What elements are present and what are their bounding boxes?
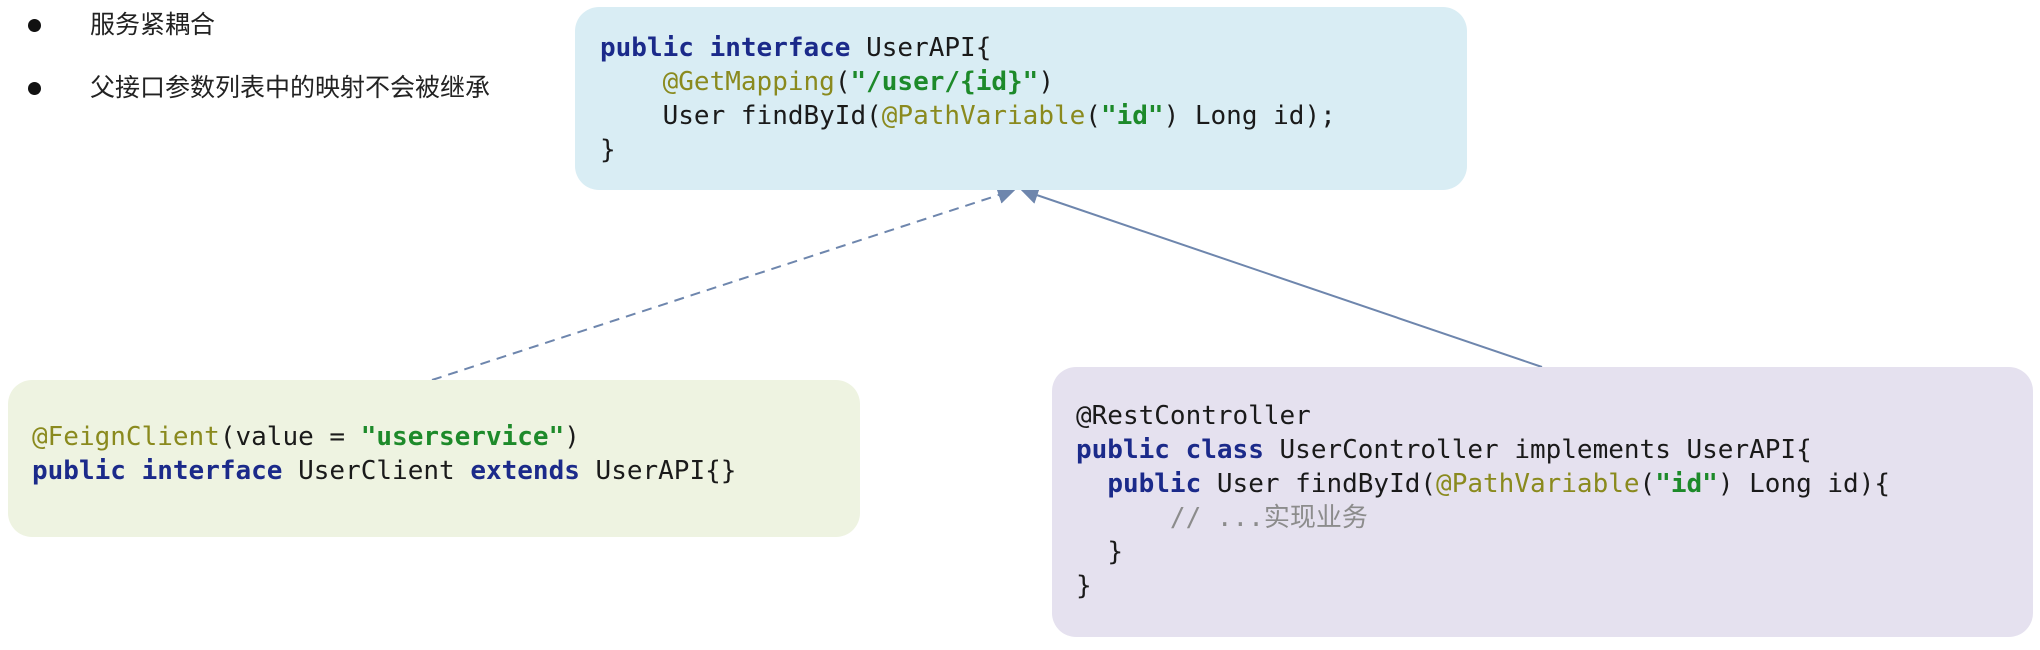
user-controller-code: @RestController public class UserControl…	[1076, 399, 1890, 603]
user-api-code: public interface UserAPI{ @GetMapping("/…	[600, 31, 1336, 167]
code-text: ) Long id){	[1717, 469, 1891, 499]
code-text: }	[600, 135, 616, 165]
code-text: )	[1038, 67, 1054, 97]
code-keyword: interface	[709, 33, 851, 63]
code-string: "userservice"	[360, 422, 565, 452]
note-item: 父接口参数列表中的映射不会被继承	[26, 73, 490, 103]
notes-list: 服务紧耦合 父接口参数列表中的映射不会被继承	[26, 10, 490, 136]
user-api-box: public interface UserAPI{ @GetMapping("/…	[575, 7, 1467, 190]
code-text: }	[1076, 571, 1092, 601]
code-text: ) Long id);	[1163, 101, 1336, 131]
note-text: 服务紧耦合	[90, 10, 216, 39]
client-extends-arrow	[431, 186, 1016, 381]
code-annotation: @FeignClient	[32, 422, 220, 452]
code-text: UserAPI{}	[579, 456, 737, 486]
code-comment: // ...实现业务	[1169, 503, 1368, 533]
code-text: }	[1107, 537, 1123, 567]
code-keyword: interface	[141, 456, 283, 486]
code-text: )	[564, 422, 580, 452]
code-annotation: @GetMapping	[662, 67, 835, 97]
code-text: User findById(	[1201, 469, 1437, 499]
code-keyword: extends	[470, 456, 580, 486]
code-keyword: public	[600, 33, 694, 63]
code-text: @RestController	[1076, 401, 1311, 431]
code-string: "/user/{id}"	[850, 67, 1039, 97]
code-text: (	[1085, 101, 1101, 131]
code-text: User findById(	[662, 101, 882, 131]
note-item: 服务紧耦合	[26, 10, 490, 40]
code-text: UserController implements UserAPI{	[1263, 435, 1812, 465]
user-client-code: @FeignClient(value = "userservice") publ…	[32, 420, 736, 488]
user-controller-box: @RestController public class UserControl…	[1052, 367, 2033, 637]
code-text: UserClient	[282, 456, 471, 486]
code-text: (	[1639, 469, 1656, 499]
note-text: 父接口参数列表中的映射不会被继承	[90, 73, 491, 102]
code-string: "id"	[1100, 101, 1164, 131]
code-text: (value =	[219, 422, 361, 452]
code-keyword: class	[1185, 435, 1264, 465]
user-client-box: @FeignClient(value = "userservice") publ…	[8, 380, 860, 537]
code-annotation: @PathVariable	[881, 101, 1086, 131]
bullet-icon	[28, 82, 41, 95]
code-keyword: public	[32, 456, 126, 486]
code-keyword: public	[1076, 435, 1170, 465]
code-keyword: public	[1107, 469, 1202, 499]
code-annotation: @PathVariable	[1436, 469, 1640, 499]
code-string: "id"	[1655, 469, 1718, 499]
code-text: UserAPI{	[850, 33, 992, 63]
controller-implements-arrow	[1020, 186, 1543, 368]
code-text: (	[834, 67, 851, 97]
bullet-icon	[28, 19, 41, 32]
